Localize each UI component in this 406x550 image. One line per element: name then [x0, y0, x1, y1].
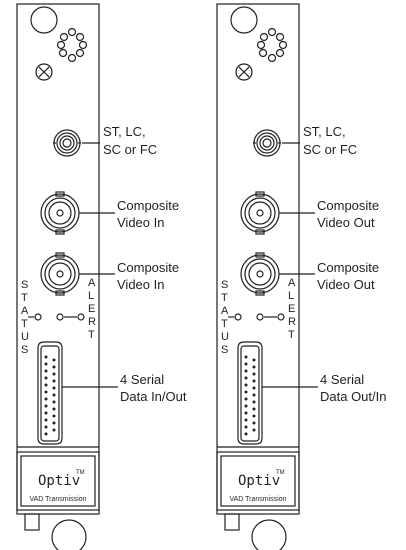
callout-lines: [62, 142, 118, 388]
brand-trademark: TM: [276, 470, 285, 476]
svg-text:T: T: [88, 329, 95, 341]
video1-label-line1: Composite: [317, 198, 379, 213]
faceplate: [216, 3, 300, 515]
module-transmitter: [216, 3, 318, 550]
fiber-label-line2: SC or FC: [103, 142, 157, 157]
video1-label-line2: Video Out: [317, 215, 375, 230]
fiber-label-line1: ST, LC,: [103, 124, 146, 139]
serial-label-line2: Data In/Out: [120, 389, 187, 404]
bnc-connector-icon: [240, 191, 280, 235]
status-alert-leds: [28, 313, 85, 321]
serial-label-line1: 4 Serial: [120, 372, 164, 387]
fiber-label-line1: ST, LC,: [303, 124, 346, 139]
svg-text:T: T: [21, 318, 28, 330]
fiber-connector-icon: [253, 129, 281, 157]
svg-text:L: L: [88, 290, 94, 302]
svg-text:T: T: [221, 292, 228, 304]
status-vertical-label: S T A T U S S T A T U S: [21, 279, 229, 356]
bottom-latch: [224, 513, 287, 550]
callout-lines: [262, 142, 318, 388]
bnc-connector-icon: [240, 252, 280, 296]
svg-text:T: T: [288, 329, 295, 341]
svg-text:T: T: [21, 292, 28, 304]
bottom-latch: [24, 513, 87, 550]
led-ring-icon: [56, 27, 88, 63]
svg-text:S: S: [221, 344, 228, 356]
brand-trademark: TM: [76, 470, 85, 476]
svg-text:A: A: [221, 305, 229, 317]
svg-text:A: A: [88, 277, 96, 289]
serial-label-line1: 4 Serial: [320, 372, 364, 387]
svg-text:E: E: [88, 303, 95, 315]
brand-subtitle: VAD Transmission: [229, 496, 286, 503]
svg-text:R: R: [288, 316, 296, 328]
bnc-connector-icon: [40, 191, 80, 235]
bnc-connector-icon: [40, 252, 80, 296]
svg-text:T: T: [221, 318, 228, 330]
svg-text:A: A: [21, 305, 29, 317]
svg-text:U: U: [21, 331, 29, 343]
brand-name: Optiv: [238, 473, 280, 489]
handle-plate: [216, 446, 300, 511]
faceplate: [16, 3, 100, 515]
svg-text:L: L: [288, 290, 294, 302]
svg-text:S: S: [21, 279, 28, 291]
serial-label-line2: Data Out/In: [320, 389, 386, 404]
db25-connector-icon: [37, 341, 63, 445]
screw-icon: [235, 63, 253, 81]
video2-label-line1: Composite: [317, 260, 379, 275]
screw-icon: [35, 63, 53, 81]
svg-text:A: A: [288, 277, 296, 289]
brand-name: Optiv: [38, 473, 80, 489]
handle-plate: [16, 446, 100, 511]
video2-label-line1: Composite: [117, 260, 179, 275]
top-mount-hole: [30, 6, 58, 34]
brand-subtitle: VAD Transmission: [29, 496, 86, 503]
svg-text:S: S: [221, 279, 228, 291]
svg-text:U: U: [221, 331, 229, 343]
fiber-connector-icon: [53, 129, 81, 157]
video1-label-line2: Video In: [117, 215, 164, 230]
module-receiver: [16, 3, 118, 550]
led-ring-icon: [256, 27, 288, 63]
status-alert-leds: [228, 313, 285, 321]
fiber-label-line2: SC or FC: [303, 142, 357, 157]
video1-label-line1: Composite: [117, 198, 179, 213]
svg-text:S: S: [21, 344, 28, 356]
video2-label-line2: Video In: [117, 277, 164, 292]
alert-vertical-label: A L E R T A L E R T: [88, 277, 296, 341]
svg-text:R: R: [88, 316, 96, 328]
db25-connector-icon: [237, 341, 263, 445]
video2-label-line2: Video Out: [317, 277, 375, 292]
top-mount-hole: [230, 6, 258, 34]
svg-text:E: E: [288, 303, 295, 315]
